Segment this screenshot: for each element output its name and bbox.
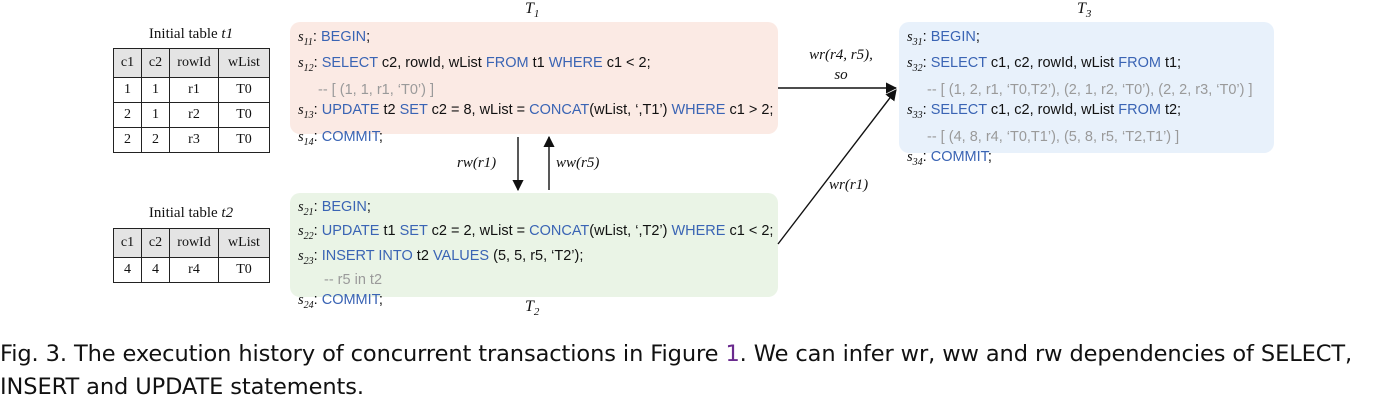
result-comment-s23: -- r5 in t2 bbox=[324, 272, 383, 289]
statement-s23: s23: INSERT INTO t2 VALUES (5, 5, r5, ‘T… bbox=[298, 247, 584, 267]
table-cell: T0 bbox=[218, 127, 270, 153]
table-cell: 4 bbox=[141, 257, 170, 283]
wr-r1-arrow bbox=[777, 89, 897, 245]
statement-s32: s32: SELECT c1, c2, rowId, wList FROM t1… bbox=[907, 55, 1182, 75]
table-header-cell: rowId bbox=[169, 228, 219, 258]
rw-edge-label: rw(r1) bbox=[457, 155, 497, 171]
table-cell: 1 bbox=[141, 77, 170, 103]
table2-caption: Initial table t2 bbox=[148, 205, 234, 221]
ww-edge-label: ww(r5) bbox=[556, 155, 600, 171]
initial-table-t2: c1 c2 rowId wList 4 4 r4 T0 bbox=[113, 228, 270, 283]
table-row: 2 2 r3 T0 bbox=[113, 127, 270, 153]
t1-label: T1 bbox=[525, 0, 540, 21]
table-cell: T0 bbox=[218, 102, 270, 128]
statement-s11: s11: BEGIN; bbox=[298, 29, 371, 48]
table-cell: 4 bbox=[113, 257, 142, 283]
table-header-cell: c2 bbox=[141, 48, 170, 78]
initial-table-t1: c1 c2 rowId wList 1 1 r1 T0 2 1 r2 T0 2 … bbox=[113, 48, 270, 153]
statement-s34: s34: COMMIT; bbox=[907, 149, 992, 169]
transaction-t1-box: s11: BEGIN; s12: SELECT c2, rowId, wList… bbox=[290, 22, 778, 148]
table-header-cell: rowId bbox=[169, 48, 219, 78]
table-header-cell: c2 bbox=[141, 228, 170, 258]
result-comment-s32: -- [ (1, 2, r1, ‘T0,T2’), (2, 1, r2, ‘T0… bbox=[927, 81, 1253, 98]
table-cell: r3 bbox=[169, 127, 219, 153]
transaction-t2-box: s21: BEGIN; s22: UPDATE t1 SET c2 = 2, w… bbox=[290, 193, 778, 311]
table1-caption: Initial table t1 bbox=[148, 26, 234, 42]
statement-s24: s24: COMMIT; bbox=[298, 291, 383, 311]
t2-label: T2 bbox=[525, 298, 540, 319]
wr-r1-edge-label: wr(r1) bbox=[829, 177, 869, 193]
table-header-row: c1 c2 rowId wList bbox=[113, 48, 270, 78]
result-comment-s33: -- [ (4, 8, r4, ‘T0,T1’), (5, 8, r5, ‘T2… bbox=[927, 128, 1180, 145]
wr-so-edge-label: wr(r4, r5),so bbox=[809, 47, 873, 83]
result-comment-s12: -- [ (1, 1, r1, ‘T0’) ] bbox=[318, 81, 435, 98]
figure-caption: Fig. 3. The execution history of concurr… bbox=[0, 341, 1353, 400]
statement-s14: s14: COMMIT; bbox=[298, 128, 383, 148]
table-cell: T0 bbox=[218, 257, 270, 283]
statement-s22: s22: UPDATE t1 SET c2 = 2, wList = CONCA… bbox=[298, 223, 774, 243]
table-cell: T0 bbox=[218, 77, 270, 103]
t3-label: T3 bbox=[1077, 0, 1092, 21]
table-header-row: c1 c2 rowId wList bbox=[113, 228, 270, 258]
table-header-cell: wList bbox=[218, 48, 270, 78]
statement-s33: s33: SELECT c1, c2, rowId, wList FROM t2… bbox=[907, 102, 1182, 122]
statement-s21: s21: BEGIN; bbox=[298, 199, 371, 218]
statement-s13: s13: UPDATE t2 SET c2 = 8, wList = CONCA… bbox=[298, 102, 774, 122]
statement-s12: s12: SELECT c2, rowId, wList FROM t1 WHE… bbox=[298, 55, 651, 75]
statement-s31: s31: BEGIN; bbox=[907, 29, 980, 48]
table-cell: 2 bbox=[113, 102, 142, 128]
transaction-t3-box: s31: BEGIN; s32: SELECT c1, c2, rowId, w… bbox=[899, 22, 1274, 168]
table-row: 4 4 r4 T0 bbox=[113, 257, 270, 283]
table-header-cell: c1 bbox=[113, 228, 142, 258]
table-cell: r4 bbox=[169, 257, 219, 283]
table-header-cell: wList bbox=[218, 228, 270, 258]
table-cell: 2 bbox=[113, 127, 142, 153]
figure-reference-link[interactable]: 1 bbox=[725, 341, 740, 367]
